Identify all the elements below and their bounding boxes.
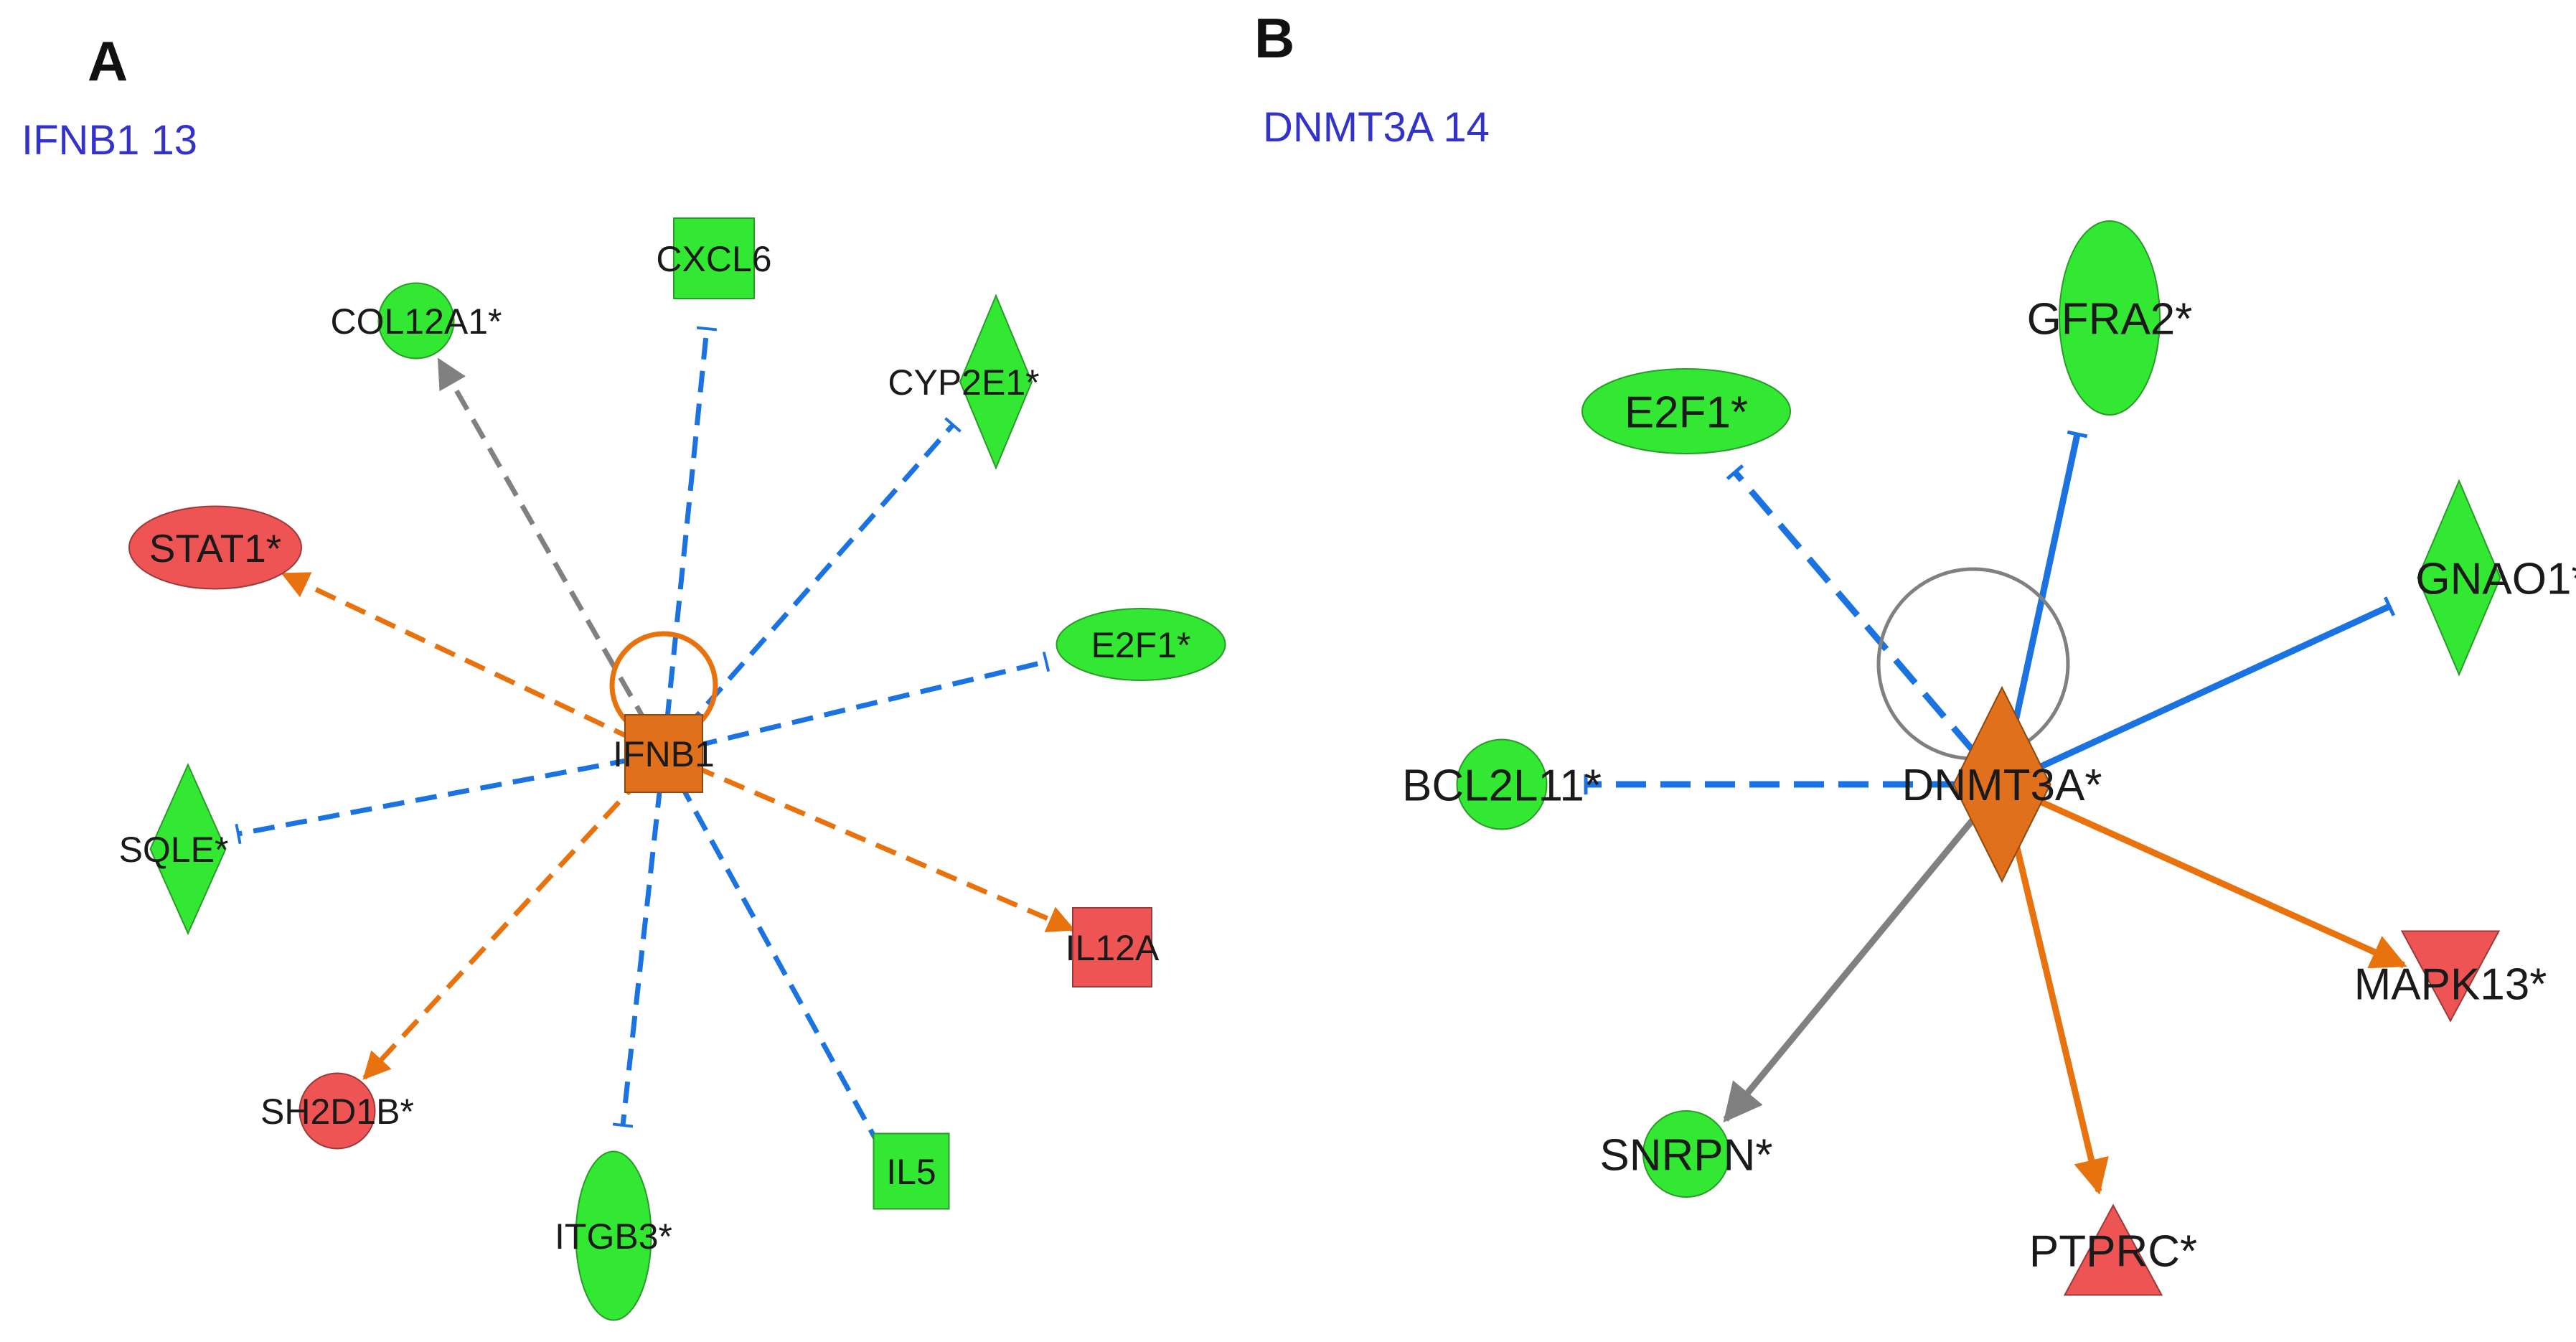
inhibition-bar	[2067, 430, 2088, 438]
edge-activation-ptprc	[1998, 783, 2109, 1195]
node-label-snrpn: SNRPN*	[1599, 1130, 1772, 1180]
node-snrpn[interactable]	[1642, 1110, 1730, 1198]
inhibition-bar	[944, 417, 962, 433]
node-itgb3[interactable]	[575, 1150, 652, 1321]
node-label-e2f1: E2F1*	[1625, 388, 1748, 437]
node-sh2d1b[interactable]	[299, 1072, 376, 1150]
edge-inhibition-il5	[661, 752, 885, 1153]
edge-inhibition-cxcl6	[661, 328, 710, 754]
panel-a-network-title: IFNB1 13	[22, 117, 197, 164]
inhibition-bar	[696, 326, 718, 332]
hub-label: DNMT3A*	[1902, 761, 2102, 810]
node-label-il12a: IL12A	[1066, 928, 1160, 968]
node-label-col12a1: COL12A1*	[330, 301, 502, 342]
node-label-cyp2e1: CYP2E1*	[888, 362, 1039, 403]
inhibition-bar	[612, 1122, 634, 1128]
node-gnao1[interactable]	[2417, 479, 2501, 677]
edge-activation-sh2d1b	[362, 751, 666, 1080]
node-cyp2e1[interactable]	[959, 294, 1033, 470]
node-label-sh2d1b: SH2D1B*	[260, 1092, 414, 1132]
inhibition-bar	[235, 823, 242, 845]
node-sqle[interactable]	[149, 763, 227, 935]
node-stat1[interactable]	[128, 505, 302, 590]
hub-node-dnmt3a[interactable]	[1952, 685, 2051, 883]
node-label-cxcl6: CXCL6	[656, 239, 771, 279]
self-loop-edge	[1876, 567, 2070, 761]
node-mapk13[interactable]	[2400, 930, 2501, 1023]
edge-unknown-col12a1	[436, 357, 667, 755]
node-label-ptprc: PTPRC*	[2029, 1226, 2197, 1276]
node-bcl2l11[interactable]	[1456, 738, 1548, 830]
panel-b-nodes	[1456, 220, 2501, 1296]
node-il12a[interactable]	[1072, 907, 1152, 987]
panel-a-nodes	[128, 217, 1226, 1321]
panel-b-letter: B	[1254, 6, 1294, 70]
edge-activation-mapk13	[2001, 781, 2407, 969]
panel-b-network-title: DNMT3A 14	[1263, 104, 1490, 151]
panel-b-labels: DNMT3A* GFRA2* E2F1* GNAO1* BCL2L11* MAPK13* S…	[1402, 294, 2576, 1276]
edge-activation-stat1	[281, 571, 665, 756]
inhibition-bar	[1726, 464, 1744, 480]
node-label-bcl2l11: BCL2L11*	[1402, 761, 1602, 810]
edge-inhibition-e2f1	[663, 659, 1047, 756]
node-label-il5: IL5	[886, 1152, 936, 1192]
node-label-sqle: SQLE*	[119, 830, 229, 870]
node-il5[interactable]	[873, 1132, 950, 1210]
inhibition-bar	[1042, 651, 1050, 672]
node-ptprc[interactable]	[2063, 1203, 2163, 1296]
edge-unknown-snrpn	[1723, 782, 2005, 1123]
node-cxcl6[interactable]	[673, 217, 755, 299]
node-e2f1[interactable]	[1056, 608, 1226, 681]
node-label-itgb3: ITGB3*	[555, 1216, 672, 1257]
node-e2f1[interactable]	[1581, 368, 1791, 454]
node-label-mapk13: MAPK13*	[2354, 959, 2547, 1009]
node-gfra2[interactable]	[2059, 220, 2161, 416]
panel-a-letter: A	[88, 29, 128, 93]
edge-activation-il12a	[662, 751, 1076, 933]
node-col12a1[interactable]	[377, 282, 455, 360]
edge-inhibition-itgb3	[620, 753, 667, 1126]
node-label-e2f1: E2F1*	[1091, 625, 1191, 665]
edge-inhibition-sqle	[238, 751, 664, 837]
edge-inhibition-e2f1	[1732, 470, 2005, 787]
inhibition-bar	[2383, 596, 2396, 616]
edge-inhibition-gnao1	[2001, 603, 2391, 788]
node-label-gfra2: GFRA2*	[2027, 294, 2193, 344]
hub-label: IFNB1	[613, 734, 715, 774]
node-label-gnao1: GNAO1*	[2415, 554, 2576, 604]
edge-inhibition-cyp2e1	[662, 423, 955, 756]
hub-node-ifnb1[interactable]	[624, 714, 703, 793]
node-label-stat1: STAT1*	[149, 526, 281, 571]
